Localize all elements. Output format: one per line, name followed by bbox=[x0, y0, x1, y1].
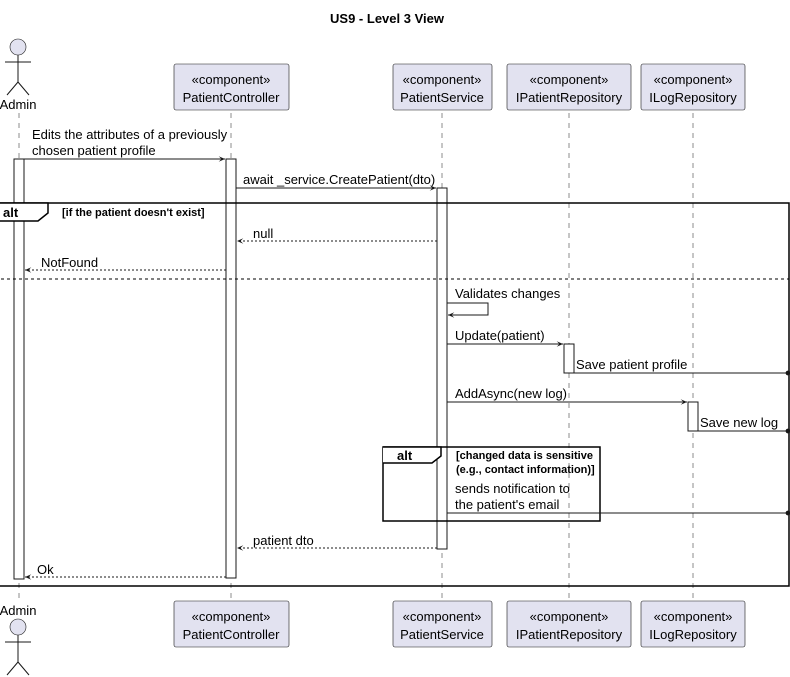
participant-stereotype: «component» bbox=[403, 609, 482, 624]
fragment-keyword: alt bbox=[397, 448, 413, 463]
participant-logrepo-bottom: «component» ILogRepository bbox=[640, 600, 746, 648]
activation-admin bbox=[13, 158, 25, 580]
message-validates-changes: Validates changes bbox=[447, 286, 561, 318]
alt-fragment-outer: alt [if the patient doesn't exist] bbox=[0, 202, 790, 587]
participant-logrepo-top: «component» ILogRepository bbox=[640, 63, 746, 111]
participant-name: PatientController bbox=[183, 90, 280, 105]
message-create-patient: await _service.CreatePatient(dto) bbox=[236, 172, 436, 191]
participant-name: ILogRepository bbox=[649, 90, 737, 105]
participant-stereotype: «component» bbox=[530, 609, 609, 624]
fragment-guard: [if the patient doesn't exist] bbox=[62, 207, 205, 219]
participant-name: PatientService bbox=[400, 90, 484, 105]
participant-repo-bottom: «component» IPatientRepository bbox=[506, 600, 632, 648]
alt-fragment-inner: alt [changed data is sensitive (e.g., co… bbox=[382, 446, 601, 522]
message-label: AddAsync(new log) bbox=[455, 386, 567, 401]
participant-name: PatientController bbox=[183, 627, 280, 642]
participant-name: PatientService bbox=[400, 627, 484, 642]
message-label: sends notification to bbox=[455, 481, 570, 496]
diagram-title: US9 - Level 3 View bbox=[330, 11, 445, 26]
activation-controller bbox=[225, 158, 237, 579]
actor-admin-top: Admin bbox=[0, 38, 36, 112]
fragment-guard: (e.g., contact information)] bbox=[456, 464, 595, 476]
activation-logrepo bbox=[687, 401, 699, 432]
message-add-async-log: AddAsync(new log) bbox=[447, 386, 687, 405]
activation-service bbox=[436, 187, 448, 550]
participant-name: IPatientRepository bbox=[516, 90, 623, 105]
message-label: null bbox=[253, 226, 273, 241]
participant-stereotype: «component» bbox=[403, 72, 482, 87]
message-label: Validates changes bbox=[455, 286, 561, 301]
participant-service-top: «component» PatientService bbox=[392, 63, 493, 111]
message-label: Ok bbox=[37, 562, 54, 577]
actor-label: Admin bbox=[0, 97, 36, 112]
participant-stereotype: «component» bbox=[530, 72, 609, 87]
participant-stereotype: «component» bbox=[654, 72, 733, 87]
message-notfound-return: NotFound bbox=[25, 255, 226, 273]
message-label: the patient's email bbox=[455, 497, 559, 512]
participant-stereotype: «component» bbox=[192, 72, 271, 87]
message-patient-dto-return: patient dto bbox=[237, 533, 437, 551]
fragment-guard: [changed data is sensitive bbox=[456, 450, 593, 462]
actor-head bbox=[9, 618, 27, 636]
participant-controller-bottom: «component» PatientController bbox=[173, 600, 290, 648]
participant-repo-top: «component» IPatientRepository bbox=[506, 63, 632, 111]
message-save-patient-profile: Save patient profile bbox=[574, 357, 790, 376]
participant-service-bottom: «component» PatientService bbox=[392, 600, 493, 648]
message-label: await _service.CreatePatient(dto) bbox=[243, 172, 435, 187]
message-label: Save patient profile bbox=[576, 357, 687, 372]
participant-controller-top: «component» PatientController bbox=[173, 63, 290, 111]
actor-label: Admin bbox=[0, 603, 36, 618]
message-edit-attributes: Edits the attributes of a previously cho… bbox=[24, 127, 228, 162]
message-label: NotFound bbox=[41, 255, 98, 270]
participant-name: ILogRepository bbox=[649, 627, 737, 642]
participant-stereotype: «component» bbox=[192, 609, 271, 624]
message-label: Update(patient) bbox=[455, 328, 545, 343]
message-send-notification: sends notification to the patient's emai… bbox=[447, 481, 790, 516]
message-label: chosen patient profile bbox=[32, 143, 156, 158]
message-save-new-log: Save new log bbox=[698, 415, 790, 434]
message-update-patient: Update(patient) bbox=[447, 328, 563, 347]
participant-stereotype: «component» bbox=[654, 609, 733, 624]
actor-admin-bottom: Admin bbox=[0, 603, 36, 676]
message-ok-return: Ok bbox=[25, 562, 226, 580]
message-label: Edits the attributes of a previously bbox=[32, 127, 228, 142]
activation-repo bbox=[563, 343, 575, 374]
participant-name: IPatientRepository bbox=[516, 627, 623, 642]
message-label: patient dto bbox=[253, 533, 314, 548]
fragment-keyword: alt bbox=[3, 205, 19, 220]
message-label: Save new log bbox=[700, 415, 778, 430]
actor-head bbox=[9, 38, 27, 56]
message-null-return: null bbox=[237, 226, 437, 244]
